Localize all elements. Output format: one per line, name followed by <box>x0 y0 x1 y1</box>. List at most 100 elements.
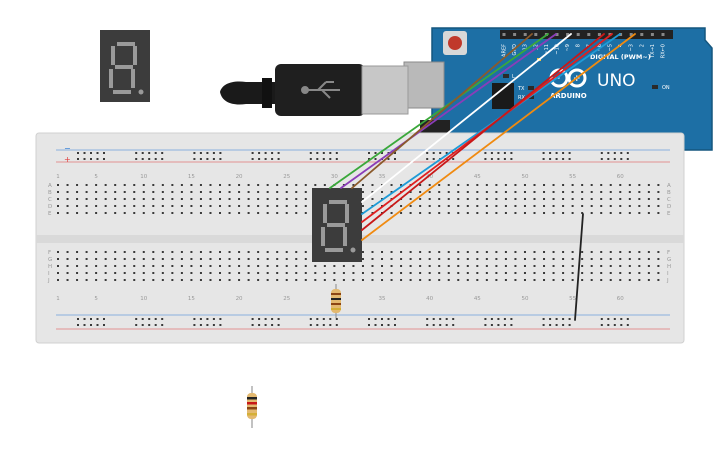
breadboard-hole[interactable] <box>638 184 641 186</box>
breadboard-hole[interactable] <box>152 198 155 200</box>
rail-hole[interactable] <box>381 152 383 154</box>
breadboard-hole[interactable] <box>495 279 498 281</box>
breadboard-hole[interactable] <box>104 184 107 186</box>
breadboard-hole[interactable] <box>447 251 450 253</box>
breadboard-hole[interactable] <box>228 191 231 193</box>
breadboard-hole[interactable] <box>123 258 126 260</box>
breadboard-hole[interactable] <box>266 258 269 260</box>
breadboard-hole[interactable] <box>476 198 479 200</box>
breadboard-hole[interactable] <box>190 279 193 281</box>
breadboard-hole[interactable] <box>657 251 660 253</box>
rail-hole[interactable] <box>497 318 500 320</box>
breadboard-hole[interactable] <box>381 251 384 253</box>
breadboard-hole[interactable] <box>295 205 298 207</box>
breadboard-hole[interactable] <box>171 272 174 274</box>
rail-hole[interactable] <box>497 152 500 154</box>
breadboard-hole[interactable] <box>571 205 574 207</box>
breadboard-hole[interactable] <box>152 251 155 253</box>
rail-hole[interactable] <box>484 152 487 154</box>
breadboard-hole[interactable] <box>657 191 660 193</box>
breadboard-hole[interactable] <box>657 272 660 274</box>
rail-hole[interactable] <box>322 318 325 320</box>
rail-hole[interactable] <box>90 158 92 160</box>
breadboard-hole[interactable] <box>628 212 631 214</box>
header-pin[interactable] <box>555 33 559 36</box>
breadboard-hole[interactable] <box>257 251 260 253</box>
breadboard-hole[interactable] <box>85 251 88 253</box>
breadboard-hole[interactable] <box>609 279 612 281</box>
rail-hole[interactable] <box>316 318 319 320</box>
rail-hole[interactable] <box>141 158 144 160</box>
breadboard-hole[interactable] <box>285 212 288 214</box>
breadboard-hole[interactable] <box>57 251 59 253</box>
breadboard-hole[interactable] <box>428 212 431 214</box>
breadboard-hole[interactable] <box>638 191 641 193</box>
breadboard-hole[interactable] <box>266 198 269 200</box>
breadboard-hole[interactable] <box>142 251 145 253</box>
breadboard-hole[interactable] <box>247 212 250 214</box>
rail-hole[interactable] <box>439 318 442 320</box>
header-pin[interactable] <box>640 33 644 36</box>
breadboard-hole[interactable] <box>438 198 441 200</box>
breadboard-hole[interactable] <box>628 279 631 281</box>
rail-hole[interactable] <box>161 318 164 320</box>
breadboard-hole[interactable] <box>523 279 526 281</box>
breadboard-hole[interactable] <box>238 205 241 207</box>
breadboard-hole[interactable] <box>219 191 222 193</box>
breadboard-hole[interactable] <box>485 212 488 214</box>
breadboard-hole[interactable] <box>562 212 565 214</box>
breadboard-hole[interactable] <box>95 198 98 200</box>
rail-hole[interactable] <box>607 318 610 320</box>
breadboard-hole[interactable] <box>123 191 126 193</box>
breadboard-hole[interactable] <box>314 184 317 186</box>
breadboard-hole[interactable] <box>600 272 603 274</box>
breadboard-hole[interactable] <box>304 272 307 274</box>
breadboard-hole[interactable] <box>409 258 412 260</box>
breadboard-hole[interactable] <box>552 212 555 214</box>
breadboard-hole[interactable] <box>219 205 222 207</box>
breadboard-hole[interactable] <box>352 184 355 186</box>
breadboard-hole[interactable] <box>600 258 603 260</box>
breadboard-hole[interactable] <box>466 191 469 193</box>
rail-hole[interactable] <box>555 152 558 154</box>
breadboard-hole[interactable] <box>361 258 364 260</box>
rail-hole[interactable] <box>368 318 370 320</box>
breadboard-hole[interactable] <box>485 184 488 186</box>
breadboard-hole[interactable] <box>361 265 364 267</box>
breadboard-hole[interactable] <box>171 212 174 214</box>
rail-hole[interactable] <box>335 324 338 326</box>
breadboard-hole[interactable] <box>571 272 574 274</box>
breadboard-hole[interactable] <box>543 184 546 186</box>
breadboard-hole[interactable] <box>76 272 79 274</box>
breadboard-hole[interactable] <box>514 279 517 281</box>
breadboard-hole[interactable] <box>342 272 345 274</box>
breadboard-hole[interactable] <box>266 251 269 253</box>
rail-hole[interactable] <box>309 318 312 320</box>
breadboard-hole[interactable] <box>400 184 403 186</box>
breadboard-hole[interactable] <box>476 205 479 207</box>
breadboard-hole[interactable] <box>562 198 565 200</box>
breadboard-hole[interactable] <box>438 279 441 281</box>
breadboard-hole[interactable] <box>619 272 622 274</box>
breadboard-hole[interactable] <box>76 258 79 260</box>
rail-hole[interactable] <box>83 152 86 154</box>
rail-hole[interactable] <box>374 152 377 154</box>
breadboard-hole[interactable] <box>647 198 650 200</box>
breadboard-hole[interactable] <box>495 191 498 193</box>
breadboard-hole[interactable] <box>114 205 117 207</box>
rail-hole[interactable] <box>258 158 261 160</box>
breadboard-hole[interactable] <box>447 205 450 207</box>
breadboard-hole[interactable] <box>438 205 441 207</box>
breadboard-hole[interactable] <box>361 272 364 274</box>
breadboard-hole[interactable] <box>457 205 460 207</box>
breadboard-hole[interactable] <box>485 272 488 274</box>
breadboard-hole[interactable] <box>123 272 126 274</box>
breadboard-hole[interactable] <box>609 205 612 207</box>
breadboard-hole[interactable] <box>199 272 202 274</box>
breadboard-hole[interactable] <box>361 251 364 253</box>
breadboard-hole[interactable] <box>295 272 298 274</box>
breadboard-hole[interactable] <box>361 191 364 193</box>
breadboard-hole[interactable] <box>419 272 422 274</box>
breadboard-hole[interactable] <box>171 251 174 253</box>
breadboard-hole[interactable] <box>581 191 584 193</box>
